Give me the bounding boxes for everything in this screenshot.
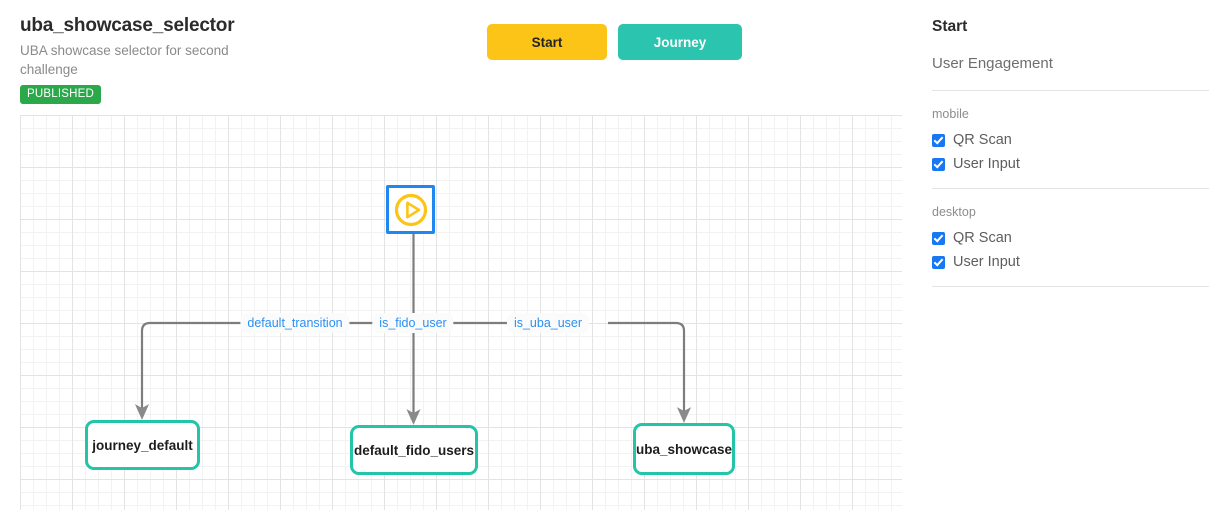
edge-to-uba-showcase	[608, 321, 692, 423]
node-default-fido-users[interactable]: default_fido_users	[350, 425, 478, 475]
checkbox-row-mobile-user-input[interactable]: User Input	[932, 156, 1217, 172]
start-node[interactable]	[386, 185, 435, 234]
checkbox-desktop-user-input[interactable]	[932, 255, 945, 269]
checkbox-mobile-qr-scan[interactable]	[932, 133, 945, 147]
flow-canvas[interactable]: default_transition is_fido_user is_uba_u…	[20, 115, 902, 510]
checkbox-row-desktop-user-input[interactable]: User Input	[932, 254, 1217, 270]
divider	[932, 188, 1209, 189]
sidebar-group-mobile: mobile QR Scan User Input	[932, 91, 1217, 188]
checkbox-label-desktop-qr-scan: QR Scan	[953, 230, 1012, 246]
checkbox-mobile-user-input[interactable]	[932, 157, 945, 171]
edge-to-journey-default	[134, 321, 226, 420]
sidebar-group-desktop: desktop QR Scan User Input	[932, 189, 1217, 286]
sidebar-title: Start	[932, 18, 968, 35]
checkbox-label-mobile-qr-scan: QR Scan	[953, 132, 1012, 148]
checkbox-label-mobile-user-input: User Input	[953, 156, 1020, 172]
status-badge: PUBLISHED	[20, 85, 101, 104]
node-journey-default[interactable]: journey_default	[85, 420, 200, 470]
edge-label-is-uba-user[interactable]: is_uba_user	[506, 313, 590, 333]
properties-sidebar: Start User Engagement mobile QR Scan Use…	[932, 0, 1217, 514]
group-label-desktop: desktop	[932, 205, 976, 219]
start-button[interactable]: Start	[487, 24, 607, 60]
top-action-bar: Start Journey	[487, 24, 742, 60]
page-subtitle: UBA showcase selector for second challen…	[20, 43, 229, 77]
node-uba-showcase[interactable]: uba_showcase	[633, 423, 735, 475]
checkbox-label-desktop-user-input: User Input	[953, 254, 1020, 270]
edge-label-is-fido-user[interactable]: is_fido_user	[372, 313, 454, 333]
checkbox-desktop-qr-scan[interactable]	[932, 231, 945, 245]
sidebar-subtitle: User Engagement	[932, 55, 1053, 72]
page-title: uba_showcase_selector	[20, 15, 235, 36]
journey-button[interactable]: Journey	[618, 24, 742, 60]
play-circle-icon	[394, 193, 427, 226]
flow-header: uba_showcase_selector UBA showcase selec…	[20, 14, 440, 104]
checkbox-row-mobile-qr-scan[interactable]: QR Scan	[932, 132, 1217, 148]
group-label-mobile: mobile	[932, 107, 969, 121]
checkbox-row-desktop-qr-scan[interactable]: QR Scan	[932, 230, 1217, 246]
divider	[932, 90, 1209, 91]
divider	[932, 286, 1209, 287]
edge-label-default-transition[interactable]: default_transition	[240, 313, 350, 333]
